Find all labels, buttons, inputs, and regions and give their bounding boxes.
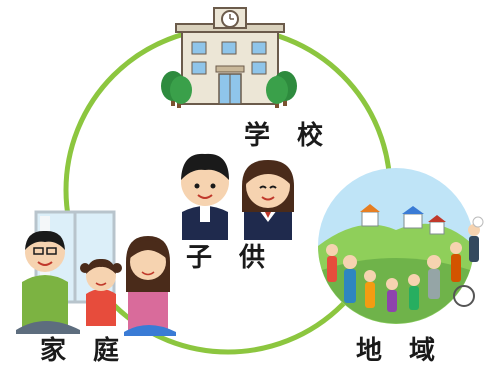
school-label: 学 校 bbox=[244, 121, 333, 151]
school-building-icon bbox=[161, 7, 297, 108]
children-label: 子 供 bbox=[186, 243, 275, 273]
family-label: 家 庭 bbox=[40, 336, 129, 366]
town-community-icon bbox=[318, 168, 484, 324]
students-icon bbox=[181, 153, 294, 240]
community-label: 地 域 bbox=[356, 336, 445, 366]
family-icon bbox=[16, 210, 176, 336]
